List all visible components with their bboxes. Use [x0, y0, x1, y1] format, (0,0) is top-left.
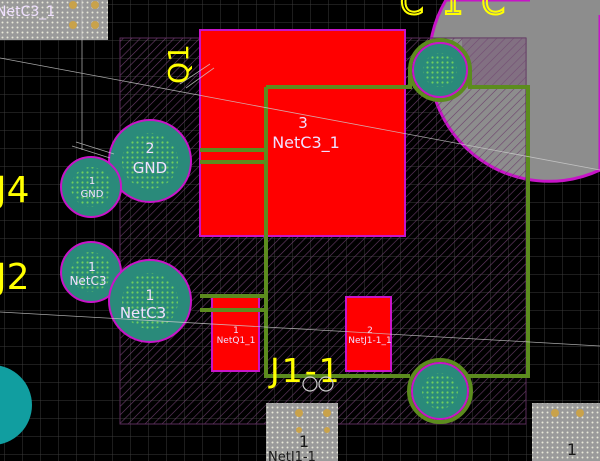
component-bottom-header[interactable]: 1 NetJ1-1 [266, 403, 338, 461]
bottom-header-net: NetJ1-1 [268, 450, 316, 461]
j4-pad-1-net: GND [81, 189, 104, 200]
q1-pad-3-net: NetC3_1 [272, 133, 340, 153]
designator-j4: J4 [0, 170, 30, 211]
designator-q1: Q1 [162, 44, 195, 84]
q1-pad-3-number: 3 [298, 114, 308, 132]
q1-pad-1-net: NetQ1_1 [217, 336, 256, 346]
designator-j2: J2 [0, 257, 30, 298]
mounting-pad-top[interactable] [408, 38, 472, 102]
bottom-right-number: 1 [567, 440, 577, 459]
designator-j1-1: J1-1 [268, 351, 342, 390]
component-top-left[interactable]: NetC3_1 [0, 0, 108, 40]
q1-pad-2[interactable] [345, 296, 392, 372]
j4-pad-1[interactable]: 1 GND [60, 156, 122, 218]
j4-pad-2-net: GND [133, 159, 167, 177]
q1-pad-2-net: NetJ1-1_1 [348, 336, 391, 346]
net-label-top-left: NetC3_1 [0, 4, 55, 20]
j4-pad-2-number: 2 [146, 141, 155, 157]
cyan-pad-left[interactable] [0, 365, 32, 445]
j2-pad-1-big-number: 1 [146, 288, 155, 304]
j2-pad-1-small-number: 1 [88, 260, 96, 274]
j2-pad-1-small-net: NetC3 [69, 274, 106, 288]
designator-top-partial: C1C [400, 0, 523, 23]
mounting-pad-bottom[interactable] [407, 358, 473, 424]
ratsnest-lines [0, 0, 600, 347]
small-via-pair [302, 376, 334, 392]
q1-pad-3[interactable] [199, 29, 406, 237]
q1-pad-2-number: 2 [367, 326, 373, 336]
courtyard-top-right [462, 38, 526, 88]
j4-pad-2[interactable]: 2 GND [108, 119, 192, 203]
j2-pad-1-big-net: NetC3 [120, 304, 166, 322]
j4-pad-1-number: 1 [89, 176, 95, 187]
j2-pad-1-big[interactable]: 1 NetC3 [108, 259, 192, 343]
q1-pad-1-number: 1 [233, 326, 239, 336]
bottom-header-number: 1 [299, 432, 309, 451]
component-bottom-right[interactable]: 1 [532, 403, 600, 461]
